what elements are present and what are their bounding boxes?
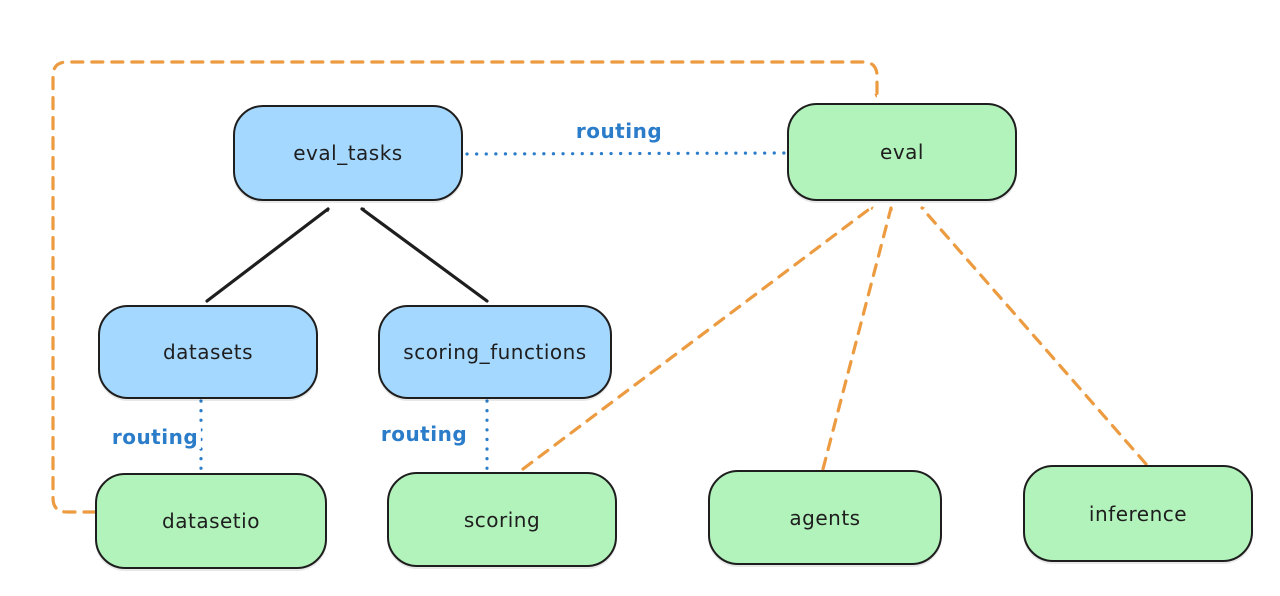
edge-label-routing-top: routing xyxy=(572,119,666,143)
node-agents: agents xyxy=(708,470,942,565)
node-scoring: scoring xyxy=(387,472,617,567)
node-scoring-functions: scoring_functions xyxy=(378,305,612,399)
node-datasets: datasets xyxy=(98,305,318,399)
node-datasetio: datasetio xyxy=(95,473,327,569)
edge-eval_tasks-to-eval-routing xyxy=(465,151,787,156)
edge-scoring_functions-to-eval_tasks xyxy=(360,207,489,303)
node-inference: inference xyxy=(1023,465,1253,562)
edge-datasetio-to-eval xyxy=(51,60,879,514)
edge-scoring-to-eval xyxy=(521,205,874,471)
edge-agents-to-eval xyxy=(821,206,891,471)
edge-datasets-to-eval_tasks xyxy=(205,207,330,303)
edge-label-routing-mid: routing xyxy=(377,422,471,446)
edge-inference-to-eval xyxy=(920,206,1148,466)
edge-label-routing-left: routing xyxy=(108,425,202,449)
node-eval-tasks: eval_tasks xyxy=(233,105,463,201)
node-eval: eval xyxy=(787,103,1017,201)
